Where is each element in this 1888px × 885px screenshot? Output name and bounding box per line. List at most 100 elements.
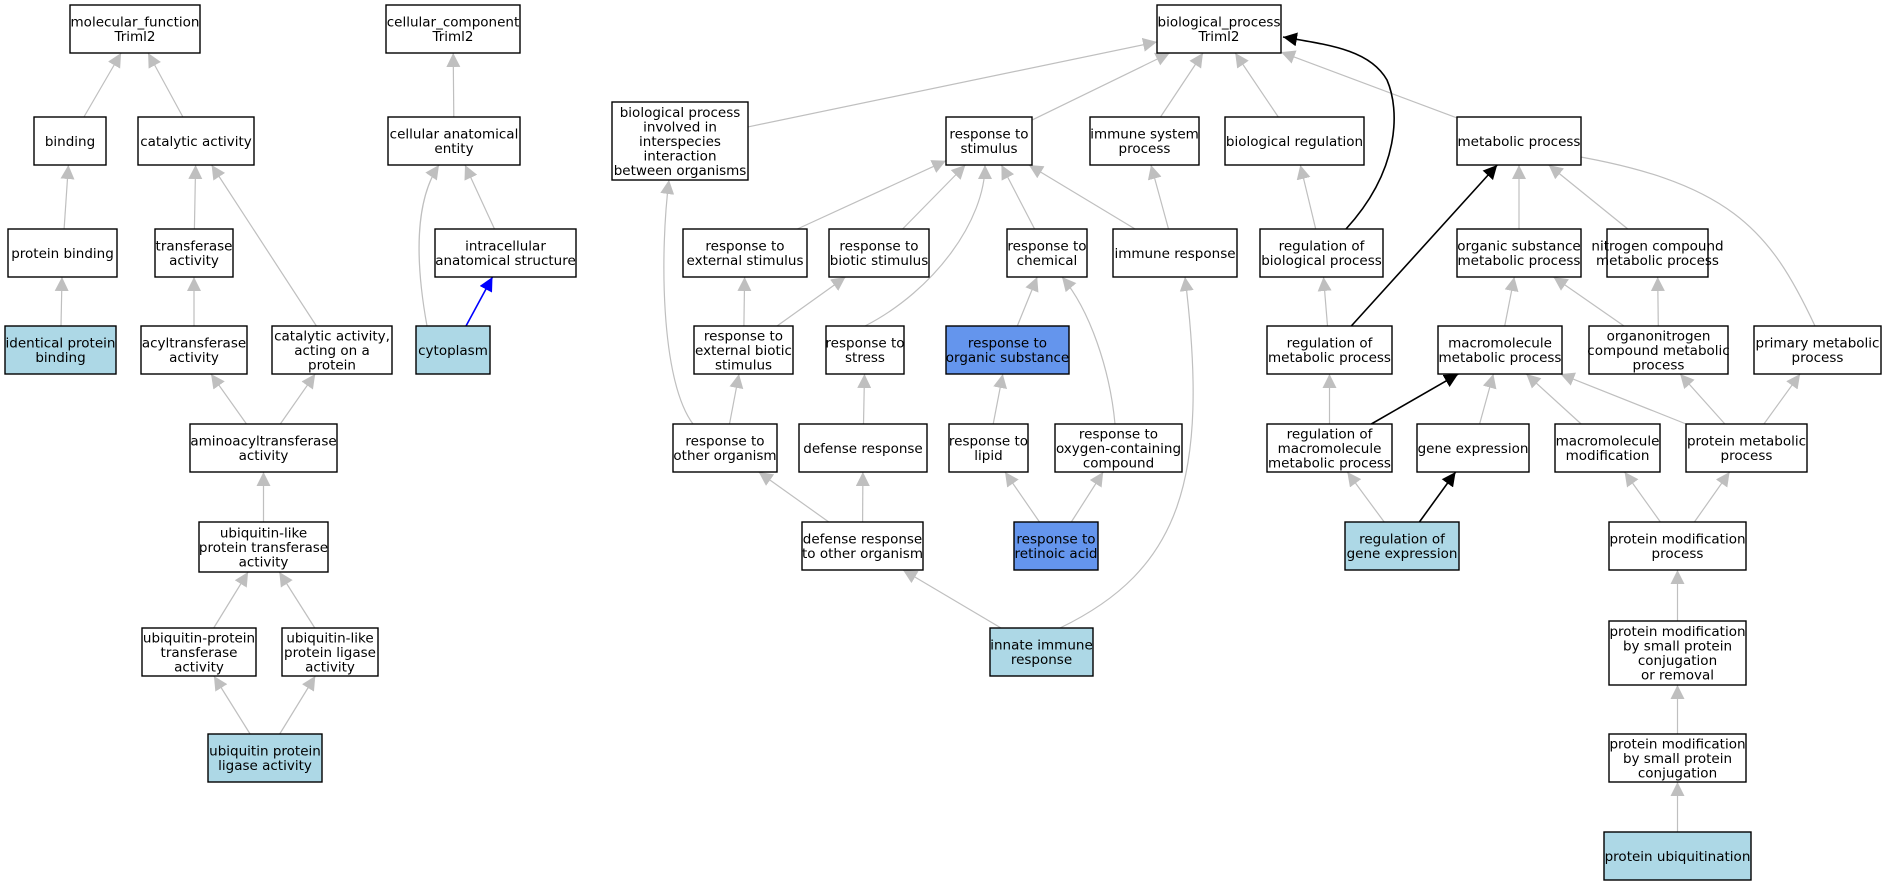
edge-innate-immune-response-to-immune-response [1059, 276, 1194, 629]
node-protein-binding[interactable]: protein binding [7, 228, 118, 278]
edge-macromolecule-metabolic-to-organic-substance-metabolic [1504, 276, 1519, 327]
node-box [154, 228, 234, 278]
edge-innate-immune-response-to-defense-response-other-organism [902, 569, 1002, 629]
node-label: metabolic process [1458, 134, 1581, 150]
node-box [141, 627, 257, 677]
edge-aminoacyltransferase-activity-to-acyltransferase-activity [210, 373, 247, 425]
edge-regulation-biological-process-to-biological-regulation [1296, 164, 1317, 230]
edge-cellular-anatomical-entity-to-cc-root [446, 52, 461, 118]
edge-protein-modification-process-to-macromolecule-modification [1624, 471, 1661, 523]
node-box [281, 627, 379, 677]
node-catalytic-activity[interactable]: catalytic activity [137, 116, 255, 166]
node-label: catalytic activity [140, 134, 252, 150]
node-box [1606, 228, 1709, 278]
node-defense-response[interactable]: defense response [798, 423, 928, 473]
node-label: protein ubiquitination [1605, 849, 1751, 865]
node-gene-expression[interactable]: gene expression [1416, 423, 1530, 473]
node-box [611, 101, 749, 181]
node-box [1456, 228, 1582, 278]
edges-layer [54, 32, 1816, 832]
node-box [1266, 325, 1393, 375]
edge-response-to-stimulus-to-bp-root [1031, 52, 1170, 121]
node-cytoplasm[interactable]: cytoplasm [415, 325, 491, 375]
edge-response-external-biotic-to-response-external-stimulus [737, 276, 752, 327]
node-box [1608, 521, 1747, 571]
node-box [33, 116, 107, 166]
edge-binding-to-mf-root [83, 52, 122, 118]
node-immune-response[interactable]: immune response [1112, 228, 1238, 278]
edge-gene-expression-to-macromolecule-metabolic [1479, 373, 1497, 425]
node-metabolic-process[interactable]: metabolic process [1456, 116, 1582, 166]
node-protein-ubiquitination[interactable]: protein ubiquitination [1603, 831, 1752, 881]
node-box [1344, 521, 1460, 571]
node-box [271, 325, 393, 375]
node-binding[interactable]: binding [33, 116, 107, 166]
edge-regulation-metabolic-process-to-metabolic-process [1350, 164, 1498, 327]
node-biological-regulation[interactable]: biological regulation [1224, 116, 1365, 166]
node-box [1224, 116, 1365, 166]
node-box [207, 733, 323, 783]
node-box [1006, 228, 1088, 278]
edge-regulation-gene-expression-to-regulation-macromolecule-metabolic [1346, 471, 1385, 523]
edge-regulation-metabolic-process-to-regulation-biological-process [1317, 276, 1332, 327]
node-box [1608, 733, 1747, 783]
node-label: gene expression [1418, 441, 1529, 457]
edge-biological-regulation-to-bp-root [1234, 52, 1279, 118]
